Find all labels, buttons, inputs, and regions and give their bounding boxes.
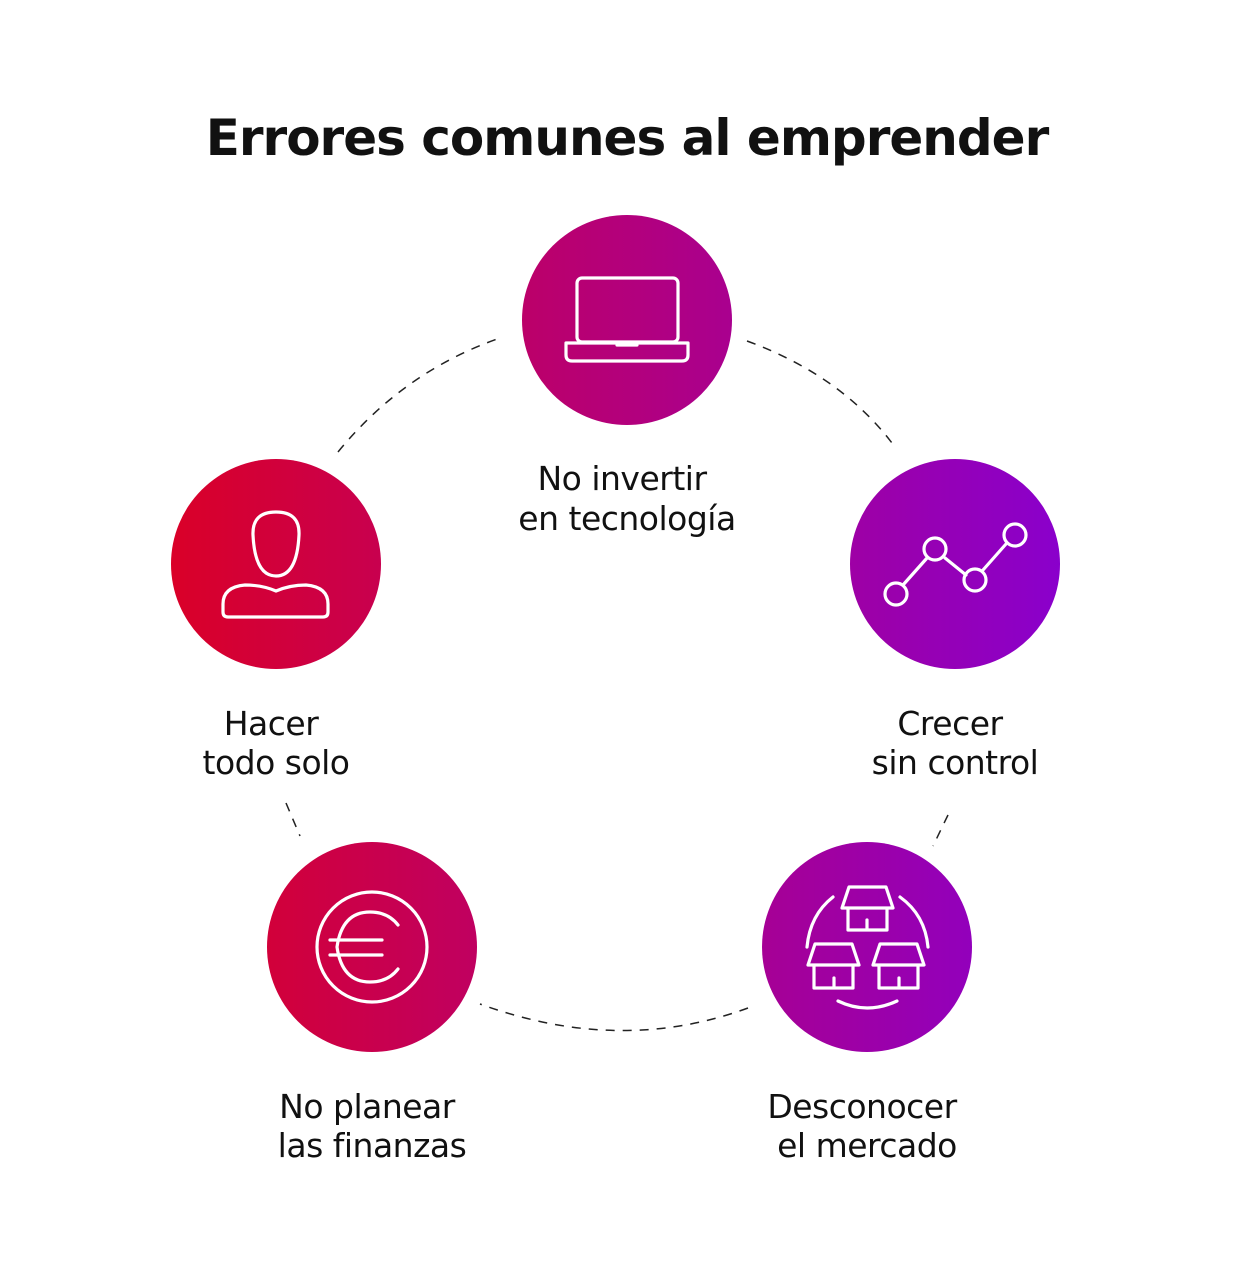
item-circle — [850, 459, 1060, 669]
page-title: Errores comunes al emprender — [206, 109, 1050, 167]
item-label-line1: No planear — [279, 1087, 456, 1126]
item-crecer-sin-control: Crecer sin control — [850, 459, 1060, 782]
item-desconocer-mercado: Desconocer el mercado — [762, 842, 972, 1165]
item-circle — [522, 215, 732, 425]
item-label-line2: el mercado — [777, 1126, 957, 1165]
connector-dash — [337, 336, 504, 453]
houses-network-icon — [805, 885, 930, 1010]
line-chart-icon — [883, 522, 1028, 607]
item-label-line1: Hacer — [224, 704, 319, 743]
svg-text:No planear las finanzas: No planear las finanzas — [278, 1087, 467, 1165]
item-circle — [762, 842, 972, 1052]
person-icon — [221, 510, 330, 619]
item-label-line2: todo solo — [203, 743, 350, 782]
euro-icon — [315, 890, 429, 1004]
item-label-line2: sin control — [872, 743, 1039, 782]
connector-dash — [285, 802, 301, 837]
item-label-line1: No invertir — [537, 459, 707, 498]
item-no-invertir-tecnologia: No invertir en tecnología — [518, 215, 736, 538]
item-no-planear-finanzas: No planear las finanzas — [267, 842, 477, 1165]
item-label-line1: Crecer — [897, 704, 1003, 743]
item-circle — [267, 842, 477, 1052]
connector-dash — [746, 340, 893, 444]
laptop-icon — [564, 276, 690, 363]
item-circle — [171, 459, 381, 669]
connector-dash — [479, 1003, 749, 1032]
connector-dash — [932, 814, 949, 847]
svg-text:Crecer sin control: Crecer sin control — [872, 704, 1039, 782]
svg-text:Hacer todo solo: Hacer todo solo — [203, 704, 350, 782]
item-label-line1: Desconocer — [767, 1087, 957, 1126]
svg-text:No invertir en tecnologí: No invertir en tecnología — [518, 459, 735, 538]
svg-text:Desconocer el mercado: Desconocer el mercado — [767, 1087, 966, 1165]
cycle-connectors — [285, 336, 949, 1032]
item-label-line2: las finanzas — [278, 1126, 467, 1165]
item-hacer-todo-solo: Hacer todo solo — [171, 459, 381, 782]
item-label-line2: en tecnología — [518, 499, 735, 538]
